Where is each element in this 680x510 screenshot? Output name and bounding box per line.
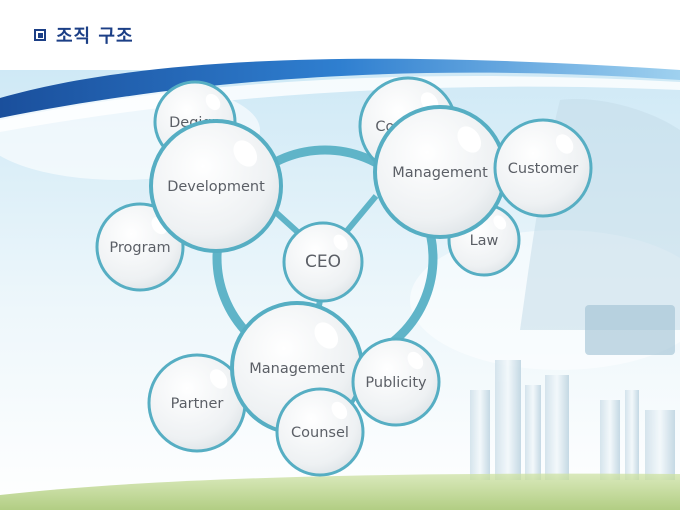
bubble-highlight [314, 322, 339, 349]
light-swoosh [0, 76, 680, 132]
center-bubble-ceo: CEO [282, 221, 364, 303]
bubble-label: Program [109, 240, 170, 256]
department-bubble-management-top: Management [373, 105, 507, 239]
title-bar: 조직 구조 [34, 22, 134, 48]
bubble-highlight [555, 134, 574, 154]
department-bubble-development: Development [149, 119, 283, 253]
city-skyline [470, 360, 675, 480]
bubble-highlight [233, 140, 258, 167]
subunit-bubble-customer: Customer [493, 118, 593, 218]
bubble-label: Management [392, 165, 488, 181]
bubble-highlight [205, 93, 221, 111]
page-title: 조직 구조 [56, 26, 134, 47]
blue-swoosh [0, 58, 680, 118]
briefcase-icon [585, 305, 675, 355]
bubble-highlight [457, 126, 482, 153]
bubble-label: Counsel [291, 425, 349, 441]
bubble-highlight [331, 401, 348, 420]
bubble-label: Publicity [365, 375, 427, 391]
subunit-bubble-law: Law [447, 203, 521, 277]
bubble-label: Management [249, 361, 345, 377]
bubble-label: CEO [305, 252, 341, 272]
grass-field [0, 473, 680, 510]
bubble-label: Partner [171, 396, 224, 412]
subunit-bubble-publicity: Publicity [351, 337, 441, 427]
bubble-highlight [209, 369, 228, 389]
bubble-highlight [407, 351, 424, 370]
bubble-label: Development [167, 179, 265, 195]
bubble-label: Customer [508, 161, 578, 177]
bubble-highlight [493, 215, 507, 230]
bubble-label: Law [470, 233, 499, 249]
subunit-bubble-program: Program [95, 202, 185, 292]
bubble-highlight [333, 234, 348, 251]
square-bullet-icon [34, 29, 46, 41]
subunit-bubble-counsel: Counsel [275, 387, 365, 477]
